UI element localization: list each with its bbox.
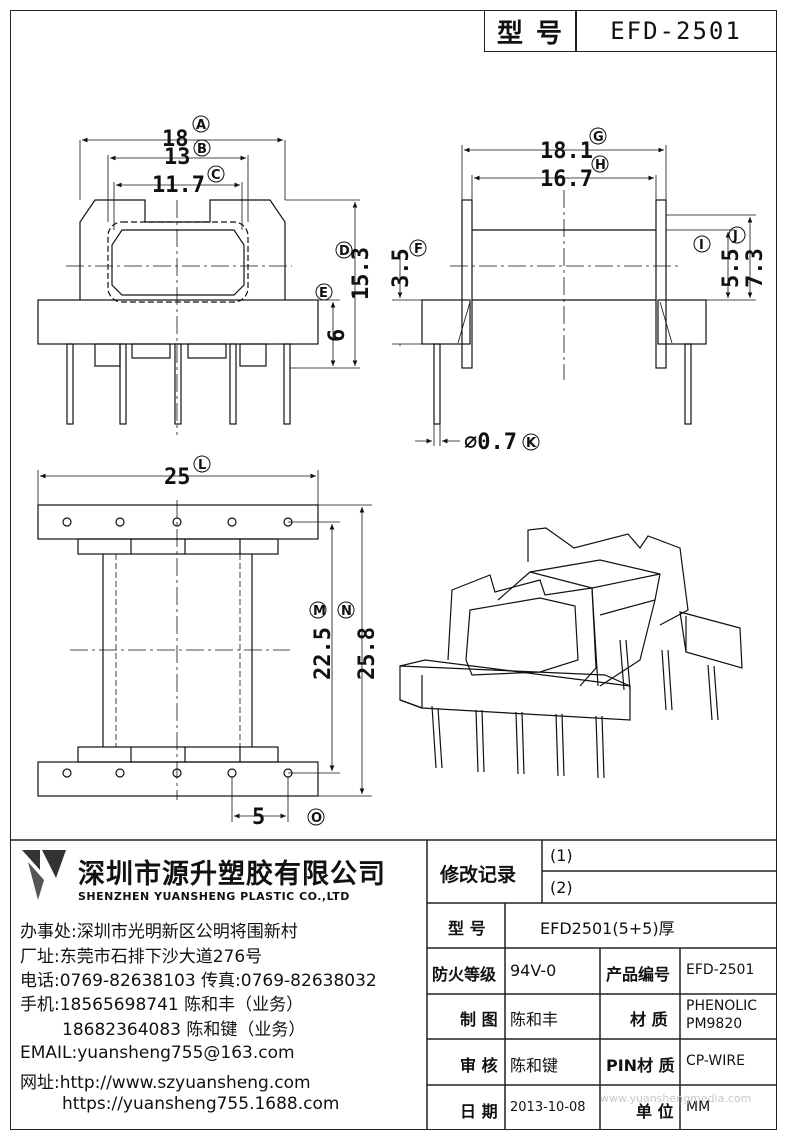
company-office: 办事处:深圳市光明新区公明将围新村 xyxy=(20,922,298,942)
dim-value-g: 18.1 xyxy=(540,139,593,164)
tb-material-label: 材 质 xyxy=(630,1010,668,1029)
tb-review-value: 陈和键 xyxy=(510,1056,559,1075)
tb-unit-value: MM xyxy=(686,1099,711,1115)
dim-letter-i: I xyxy=(699,238,704,253)
title-block-grid xyxy=(10,839,777,1130)
dim-value-k: ⌀0.7 xyxy=(464,430,517,455)
company-phone: 电话:0769-82638103 传真:0769-82638032 xyxy=(20,971,377,991)
dim-letter-n: N xyxy=(341,604,352,619)
dim-letter-b: B xyxy=(197,142,207,157)
dim-letter-f: F xyxy=(414,242,423,257)
dim-value-b: 13 xyxy=(164,145,191,170)
tb-pin-label: PIN材 质 xyxy=(606,1056,675,1075)
dim-letter-l: L xyxy=(198,458,206,473)
dim-value-h: 16.7 xyxy=(540,167,593,192)
tb-material-value-1: PHENOLIC xyxy=(686,998,758,1014)
dim-letter-a: A xyxy=(196,118,206,133)
dim-letter-j: J xyxy=(732,229,738,244)
revision-row-2: (2) xyxy=(550,878,573,897)
dim-letter-d: D xyxy=(339,244,350,259)
tb-material-value-2: PM9820 xyxy=(686,1016,743,1032)
isometric-view xyxy=(399,527,743,779)
dim-letter-m: M xyxy=(313,604,326,619)
top-view xyxy=(37,470,372,822)
company-website-1: 网址:http://www.szyuansheng.com xyxy=(20,1073,311,1093)
dim-letter-o: O xyxy=(311,811,322,826)
company-factory: 厂址:东莞市石排下沙大道276号 xyxy=(20,947,263,967)
header-model-value-cell: EFD-2501 xyxy=(575,10,777,52)
front-view xyxy=(37,137,360,435)
dim-value-i: 5.5 xyxy=(719,248,744,288)
company-name-en: SHENZHEN YUANSHENG PLASTIC CO.,LTD xyxy=(78,890,350,903)
tb-review-label: 审 核 xyxy=(460,1056,498,1075)
side-view xyxy=(392,145,756,446)
company-email: EMAIL:yuansheng755@163.com xyxy=(20,1043,295,1063)
company-mobile-1: 手机:18565698741 陈和丰（业务） xyxy=(20,995,304,1015)
drawing-border xyxy=(10,10,777,1130)
tb-date-label: 日 期 xyxy=(460,1102,498,1121)
header-model-value: EFD-2501 xyxy=(610,17,742,45)
dim-letter-k: K xyxy=(526,436,537,451)
tb-product-no-label: 产品编号 xyxy=(606,965,671,984)
tb-date-value: 2013-10-08 xyxy=(510,1100,586,1115)
dim-value-j: 7.3 xyxy=(743,248,768,288)
tb-model-label: 型 号 xyxy=(448,919,486,938)
dim-value-l: 25 xyxy=(164,465,191,490)
dim-value-a: 18 xyxy=(162,127,189,152)
tb-pin-value: CP-WIRE xyxy=(686,1053,745,1069)
dim-letter-e: E xyxy=(319,286,328,301)
company-logo xyxy=(22,850,66,900)
tb-unit-label: 单 位 xyxy=(636,1102,674,1121)
revision-row-1: (1) xyxy=(550,846,573,865)
dim-letter-g: G xyxy=(593,130,604,145)
tb-fire-label: 防火等级 xyxy=(432,965,497,984)
tb-drawn-label: 制 图 xyxy=(460,1010,498,1029)
revision-label: 修改记录 xyxy=(440,864,517,886)
tb-fire-value: 94V-0 xyxy=(510,961,557,980)
dim-value-c: 11.7 xyxy=(152,173,205,198)
dim-value-e: 6 xyxy=(325,329,350,342)
dim-letter-h: H xyxy=(595,158,606,173)
dim-value-n: 25.8 xyxy=(355,627,380,680)
dim-value-m: 22.5 xyxy=(311,627,336,680)
dimension-labels: 18 A 13 B 11.7 C 15.3 D 6 E 18.1 G 16.7 … xyxy=(152,115,768,830)
company-website-2: https://yuansheng755.1688.com xyxy=(62,1094,340,1114)
company-name-cn: 深圳市源升塑胶有限公司 xyxy=(78,859,386,890)
header-model-label-cell: 型 号 xyxy=(484,10,577,52)
dim-value-d: 15.3 xyxy=(349,247,374,300)
watermark-text: www.yuanshengmedia.com xyxy=(600,1092,752,1105)
dim-letter-c: C xyxy=(211,168,221,183)
header-model-label: 型 号 xyxy=(496,18,565,49)
dim-value-o: 5 xyxy=(252,805,265,830)
tb-product-no-value: EFD-2501 xyxy=(686,962,755,978)
company-mobile-2: 18682364083 陈和键（业务） xyxy=(62,1020,306,1040)
tb-model-value: EFD2501(5+5)厚 xyxy=(540,919,675,938)
tb-drawn-value: 陈和丰 xyxy=(510,1010,559,1029)
dim-value-f: 3.5 xyxy=(389,248,414,288)
